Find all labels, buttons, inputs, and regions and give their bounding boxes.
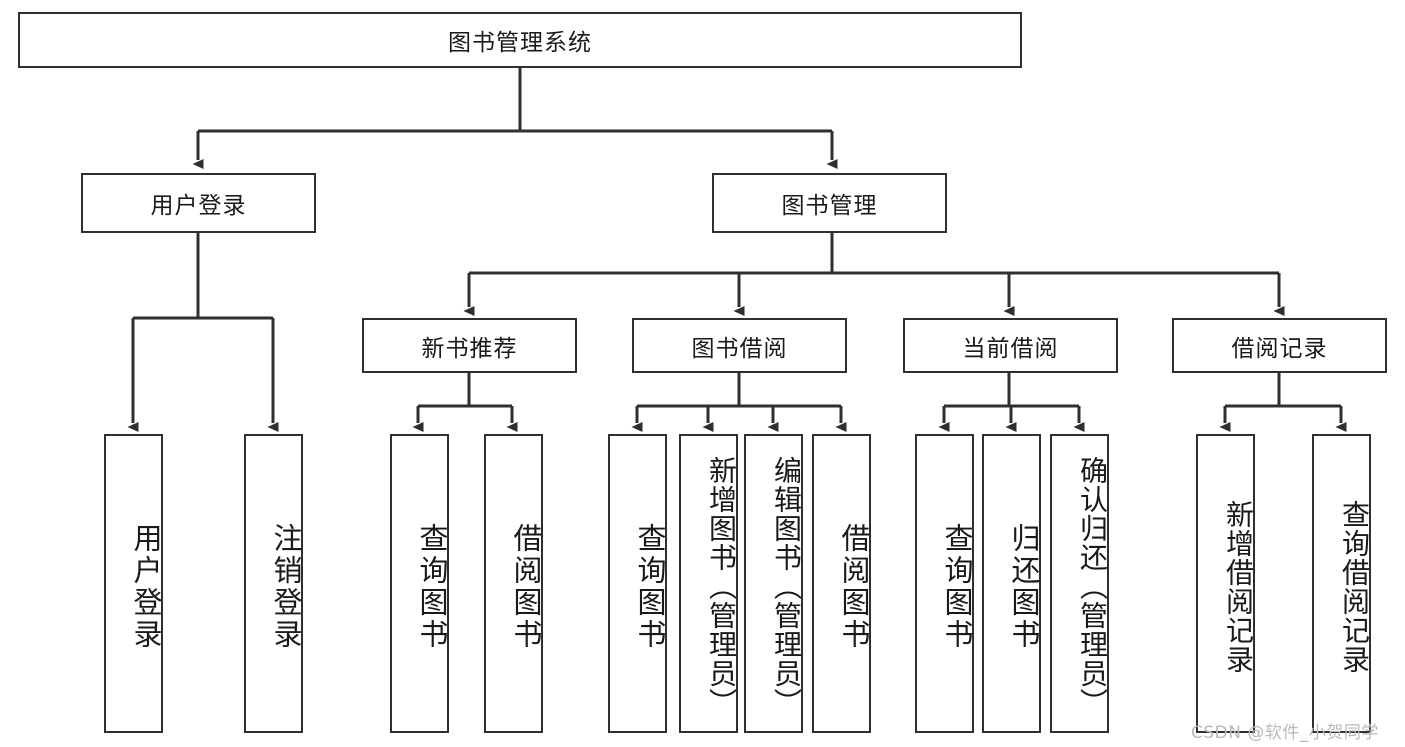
node-leaf-return-book[interactable]: 归还图书 — [982, 434, 1041, 733]
node-book-manage[interactable]: 图书管理 — [712, 173, 947, 233]
node-leaf-query-book-3-label: 查询图书 — [940, 522, 974, 651]
node-leaf-query-book-2-label: 查询图书 — [633, 522, 667, 651]
node-current-borrow[interactable]: 当前借阅 — [903, 318, 1118, 373]
node-leaf-add-record-label: 新增借阅记录 — [1222, 499, 1255, 674]
node-leaf-edit-book[interactable]: 编辑图书（管理员） — [744, 434, 803, 733]
node-leaf-confirm-return[interactable]: 确认归还（管理员） — [1050, 434, 1109, 733]
node-leaf-return-book-label: 归还图书 — [1007, 522, 1041, 651]
node-leaf-borrow-book-1[interactable]: 借阅图书 — [484, 434, 543, 733]
node-book-borrow[interactable]: 图书借阅 — [632, 318, 847, 373]
node-root-label: 图书管理系统 — [448, 30, 592, 56]
node-leaf-query-record[interactable]: 查询借阅记录 — [1312, 434, 1371, 733]
node-leaf-query-book-2[interactable]: 查询图书 — [608, 434, 667, 733]
node-leaf-logout[interactable]: 注销登录 — [244, 434, 303, 733]
node-root[interactable]: 图书管理系统 — [18, 12, 1022, 68]
node-leaf-add-book[interactable]: 新增图书（管理员） — [679, 434, 738, 733]
node-leaf-user-login[interactable]: 用户登录 — [104, 434, 163, 733]
node-leaf-logout-label: 注销登录 — [269, 522, 303, 651]
node-leaf-edit-book-label: 编辑图书（管理员） — [770, 456, 803, 717]
node-book-manage-label: 图书管理 — [781, 193, 878, 219]
node-leaf-query-record-label: 查询借阅记录 — [1338, 499, 1371, 674]
node-leaf-borrow-book-2-label: 借阅图书 — [837, 522, 871, 651]
node-book-borrow-label: 图书借阅 — [691, 335, 788, 362]
node-user-login-label: 用户登录 — [150, 193, 247, 219]
node-leaf-query-book-1[interactable]: 查询图书 — [390, 434, 449, 733]
node-borrow-record[interactable]: 借阅记录 — [1172, 318, 1387, 373]
node-new-book-recommend[interactable]: 新书推荐 — [362, 318, 577, 373]
node-leaf-user-login-label: 用户登录 — [129, 522, 163, 651]
node-user-login[interactable]: 用户登录 — [81, 173, 316, 233]
node-leaf-confirm-return-label: 确认归还（管理员） — [1076, 456, 1109, 717]
node-leaf-add-record[interactable]: 新增借阅记录 — [1196, 434, 1255, 733]
node-leaf-query-book-1-label: 查询图书 — [415, 522, 449, 651]
node-leaf-borrow-book-1-label: 借阅图书 — [509, 522, 543, 651]
node-leaf-add-book-label: 新增图书（管理员） — [705, 456, 738, 717]
csdn-watermark: CSDN @软件_小贺同学 — [1191, 723, 1379, 743]
node-leaf-query-book-3[interactable]: 查询图书 — [915, 434, 974, 733]
node-leaf-borrow-book-2[interactable]: 借阅图书 — [812, 434, 871, 733]
node-new-book-recommend-label: 新书推荐 — [421, 335, 518, 362]
node-current-borrow-label: 当前借阅 — [962, 335, 1059, 362]
node-borrow-record-label: 借阅记录 — [1231, 335, 1328, 362]
